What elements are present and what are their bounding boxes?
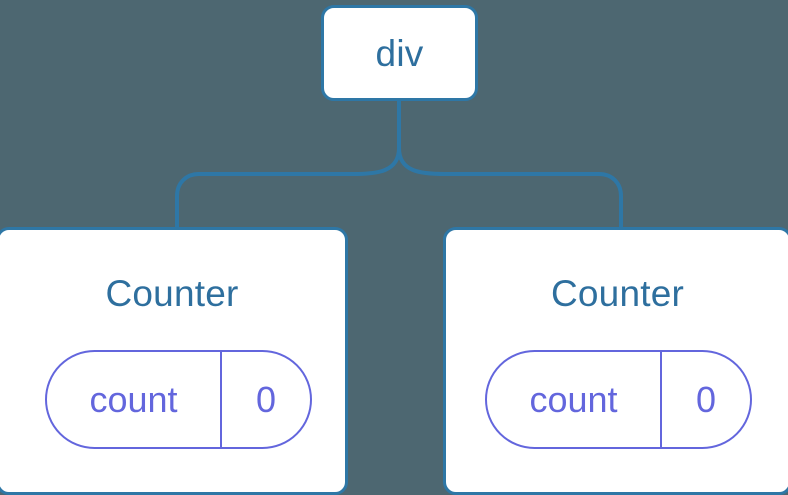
tree-node-counter-right-label: Counter (550, 273, 685, 314)
tree-node-counter-left-label: Counter (105, 273, 239, 314)
connector-to-right-child (397, 147, 623, 229)
tree-node-root-label: div (375, 32, 424, 74)
state-pill-left[interactable]: count 0 (45, 350, 312, 449)
tree-node-root[interactable]: div (321, 5, 478, 101)
tree-node-body: Counter count 0 (0, 230, 345, 492)
tree-node-counter-right[interactable]: Counter count 0 (443, 227, 788, 495)
state-pill-left-value: 0 (255, 378, 277, 420)
tree-node-counter-left[interactable]: Counter count 0 (0, 227, 348, 495)
state-pill-right[interactable]: count 0 (485, 350, 752, 449)
connector-to-left-child (175, 147, 401, 229)
tree-node-body: Counter count 0 (446, 230, 788, 492)
state-pill-right-key: count (487, 352, 662, 447)
state-pill-right-value: 0 (695, 378, 717, 420)
state-pill-left-key: count (47, 352, 222, 447)
